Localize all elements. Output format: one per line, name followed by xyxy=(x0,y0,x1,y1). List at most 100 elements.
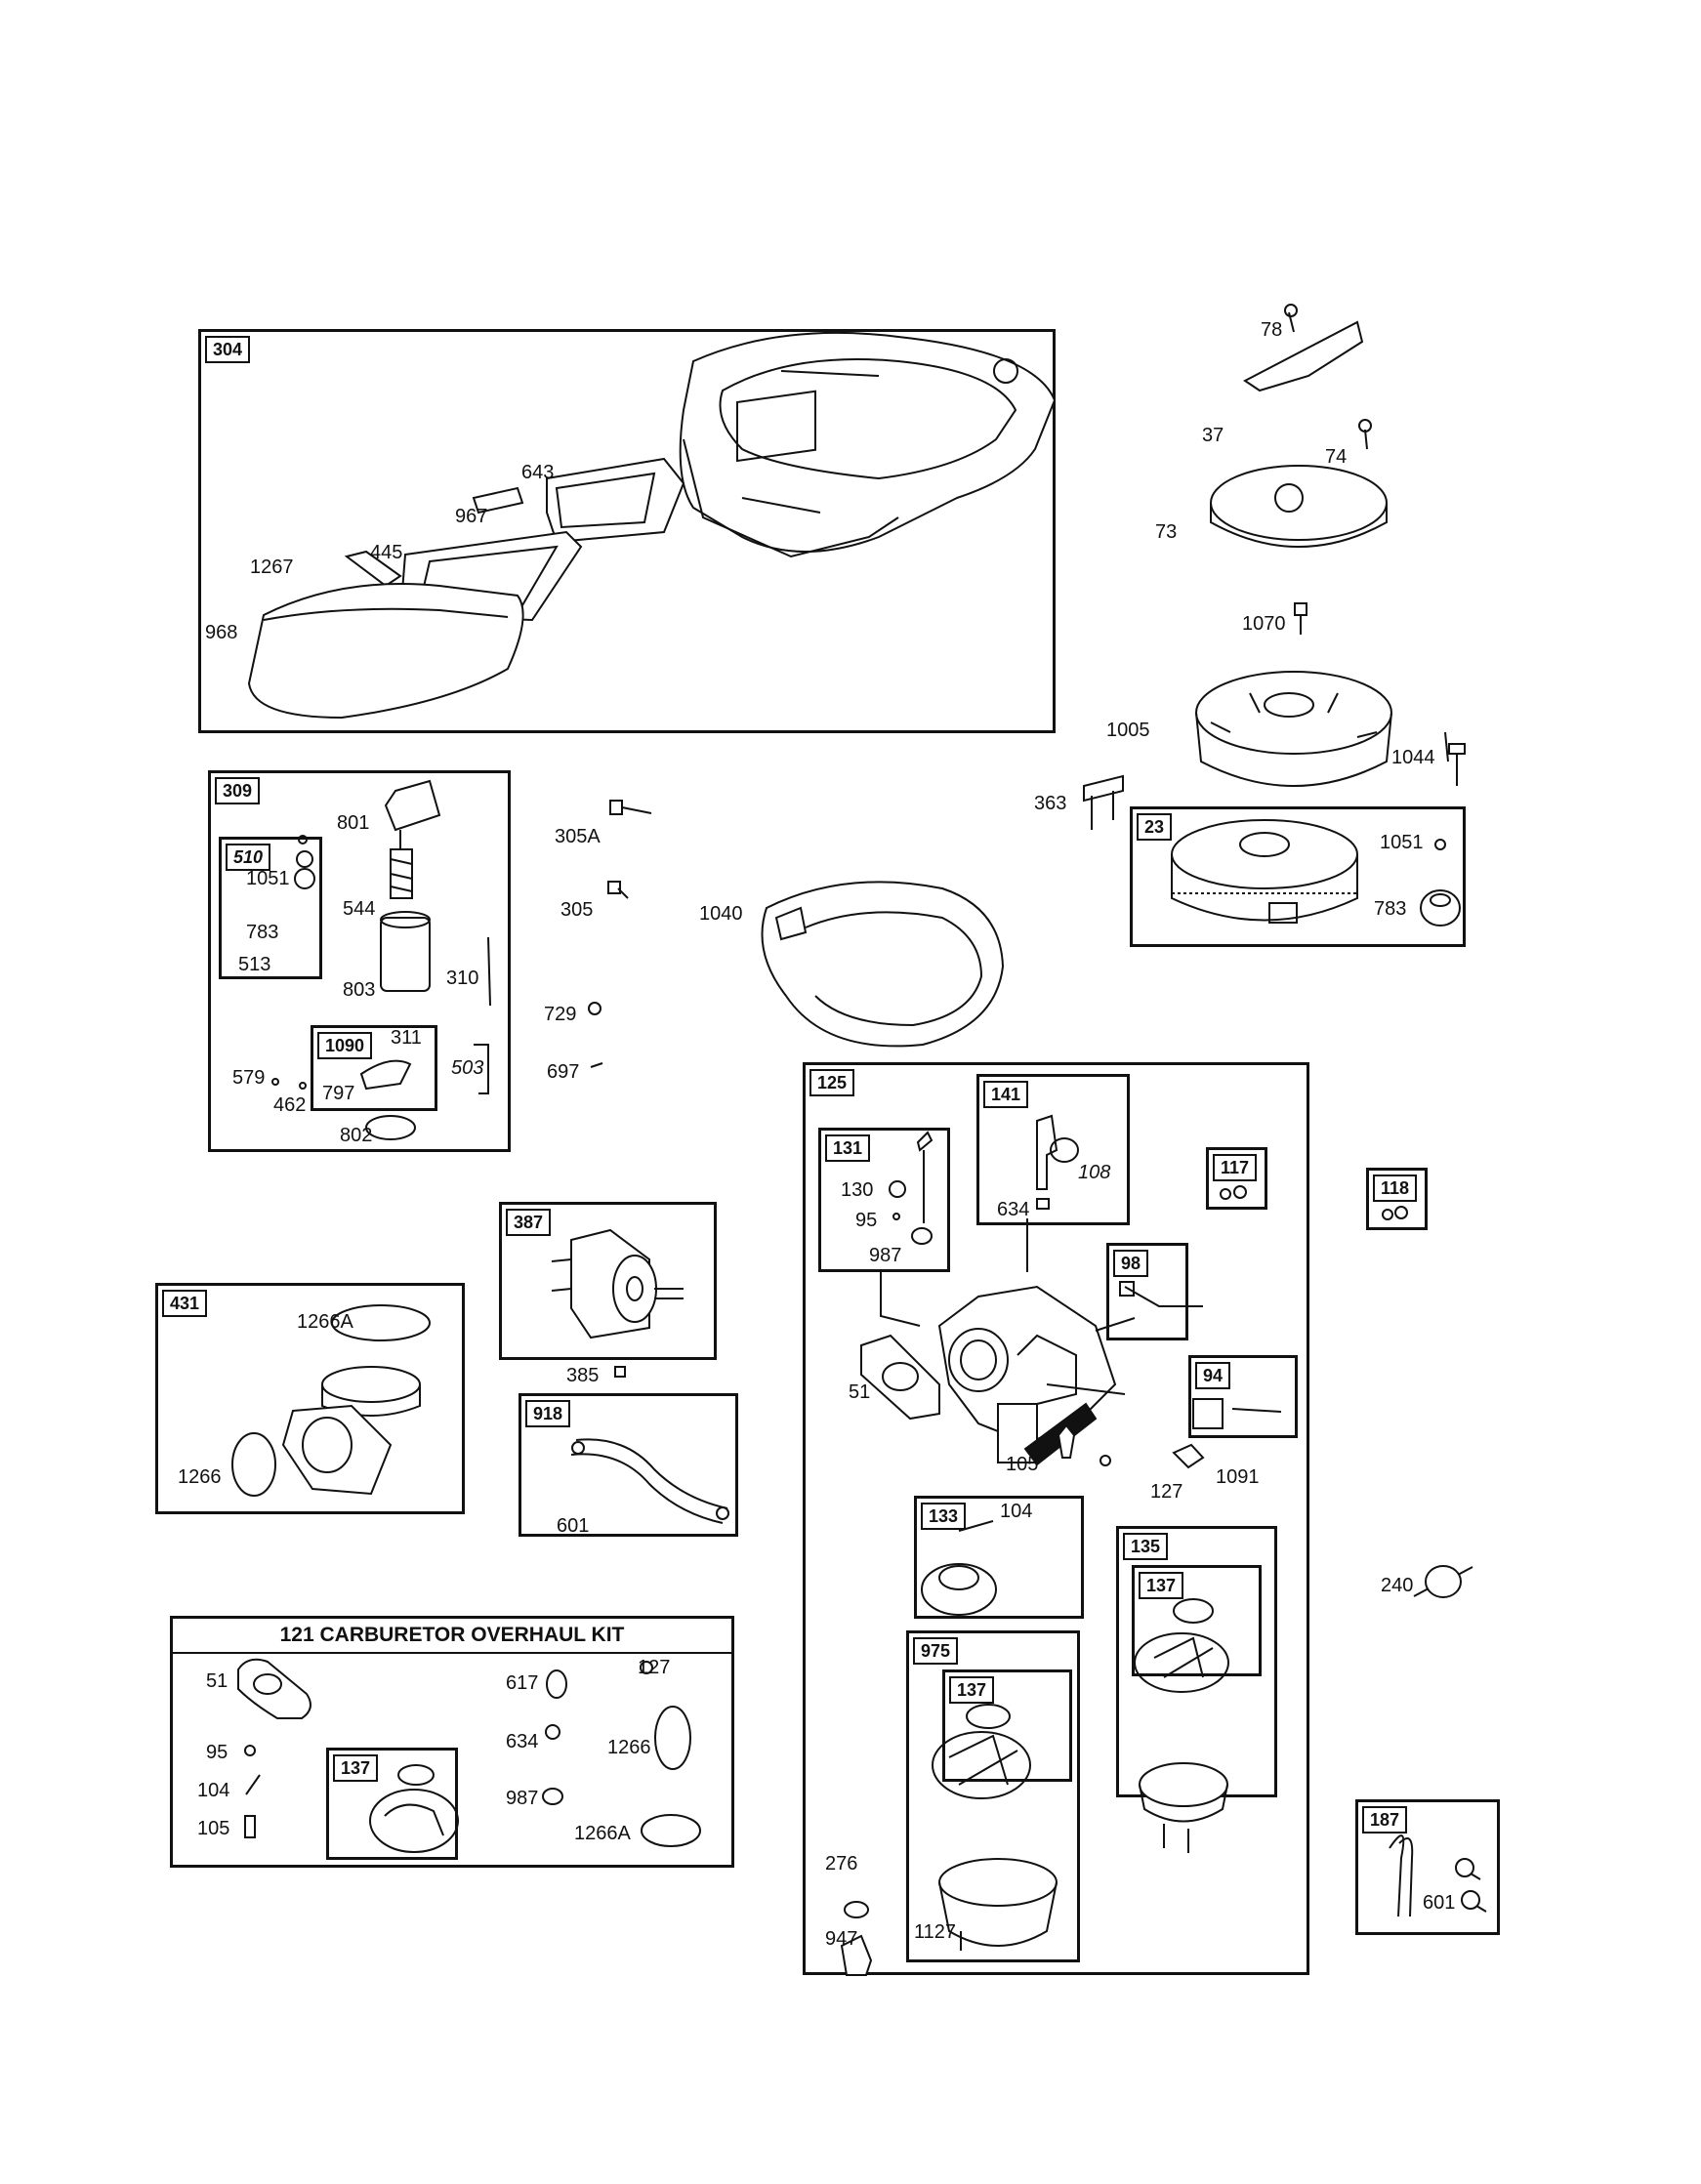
part-label: 310 xyxy=(446,968,479,989)
part-label: 363 xyxy=(1034,793,1067,814)
part-label: 1040 xyxy=(699,903,743,925)
assembly-box-137: 137 xyxy=(1132,1565,1262,1676)
assembly-tag: 431 xyxy=(162,1290,208,1317)
intake-elbow-drawing xyxy=(225,1298,459,1513)
part-label: 51 xyxy=(849,1381,871,1403)
assembly-tag: 94 xyxy=(1195,1362,1231,1389)
assembly-tag: 918 xyxy=(525,1400,571,1427)
part-label: 1267 xyxy=(250,556,294,578)
assembly-box-131: 131 xyxy=(818,1128,950,1272)
part-label: 1070 xyxy=(1242,613,1286,635)
part-label: 1005 xyxy=(1106,720,1150,741)
assembly-tag: 98 xyxy=(1113,1250,1149,1277)
part-label: 513 xyxy=(238,954,271,975)
assembly-box-387: 387 xyxy=(499,1202,717,1360)
carburetor-overhaul-kit-box: 121 CARBURETOR OVERHAUL KIT xyxy=(170,1616,734,1868)
assembly-tag: 137 xyxy=(333,1754,379,1782)
fuel-line-drawing xyxy=(566,1430,737,1528)
assembly-tag: 23 xyxy=(1137,813,1173,841)
air-guide-drawing xyxy=(747,879,1011,1054)
assembly-box-133: 133 xyxy=(914,1496,1084,1619)
part-label: 783 xyxy=(246,922,279,943)
part-label: 617 xyxy=(506,1672,539,1694)
part-label: 73 xyxy=(1155,521,1178,543)
assembly-tag: 309 xyxy=(215,777,261,804)
blower-housing-drawing xyxy=(195,332,1055,732)
assembly-box-304: 304 xyxy=(198,329,1056,733)
assembly-box-187: 187 xyxy=(1355,1799,1500,1935)
part-label: 1266A xyxy=(297,1311,353,1333)
part-label: 130 xyxy=(841,1179,874,1201)
assembly-tag: 387 xyxy=(506,1209,552,1236)
assembly-box-431: 431 xyxy=(155,1283,465,1514)
assembly-tag: 187 xyxy=(1362,1806,1408,1834)
part-label: 1266A xyxy=(574,1823,631,1844)
assembly-tag: 133 xyxy=(921,1503,967,1530)
assembly-tag: 304 xyxy=(205,336,251,363)
rewind-starter-drawing xyxy=(1152,303,1387,810)
part-label: 643 xyxy=(521,462,555,483)
assembly-box-117: 117 xyxy=(1206,1147,1267,1210)
part-label: 51 xyxy=(206,1670,228,1692)
part-label: 968 xyxy=(205,622,238,643)
part-label: 801 xyxy=(337,812,370,834)
assembly-tag: 1090 xyxy=(317,1032,373,1059)
assembly-box-137: 137 xyxy=(326,1748,458,1860)
assembly-tag: 135 xyxy=(1123,1533,1169,1560)
assembly-box-918: 918 xyxy=(519,1393,738,1537)
part-label: 1051 xyxy=(1380,832,1424,853)
part-label: 462 xyxy=(273,1094,307,1116)
fuel-filter-drawing xyxy=(1409,1557,1477,1616)
part-label: 544 xyxy=(343,898,376,920)
part-label: 729 xyxy=(544,1004,577,1025)
assembly-box-94: 94 xyxy=(1188,1355,1298,1438)
part-label: 108 xyxy=(1078,1162,1111,1183)
part-label: 305 xyxy=(560,899,594,921)
part-label: 104 xyxy=(197,1780,230,1801)
part-label: 276 xyxy=(825,1853,858,1875)
fuel-pump-drawing xyxy=(552,1220,688,1367)
kit-title: 121 CARBURETOR OVERHAUL KIT xyxy=(173,1619,731,1654)
part-label: 634 xyxy=(997,1199,1030,1220)
flywheel-drawing xyxy=(1172,810,1465,947)
armature-bracket-drawing xyxy=(1074,766,1133,835)
part-label: 305A xyxy=(555,826,601,847)
part-label: 127 xyxy=(638,1657,671,1678)
carburetor-drawing xyxy=(803,1062,1309,1975)
part-label: 385 xyxy=(566,1365,600,1386)
part-label: 987 xyxy=(869,1245,902,1266)
assembly-box-23: 23 xyxy=(1130,806,1466,947)
part-label: 601 xyxy=(557,1515,590,1537)
assembly-box-975: 975 xyxy=(906,1630,1080,1962)
assembly-tag: 141 xyxy=(983,1081,1029,1108)
part-label: 1127 xyxy=(914,1921,957,1943)
part-label: 37 xyxy=(1202,425,1224,446)
assembly-box-98: 98 xyxy=(1106,1243,1188,1340)
part-label: 74 xyxy=(1325,446,1348,468)
part-label: 311 xyxy=(391,1027,422,1049)
assembly-tag: 137 xyxy=(949,1676,995,1704)
part-label: 601 xyxy=(1423,1892,1456,1914)
part-label: 105 xyxy=(197,1818,230,1839)
assembly-box-510: 510 xyxy=(219,837,322,979)
part-label: 1266 xyxy=(607,1737,651,1758)
assembly-tag: 118 xyxy=(1373,1174,1418,1202)
assembly-tag: 137 xyxy=(1139,1572,1184,1599)
assembly-tag: 125 xyxy=(809,1069,855,1096)
part-label: 1044 xyxy=(1391,747,1435,768)
part-label: 634 xyxy=(506,1731,539,1752)
part-label: 105 xyxy=(1006,1454,1039,1475)
part-label: 95 xyxy=(855,1210,878,1231)
assembly-box-141: 141 xyxy=(976,1074,1130,1225)
assembly-box-1090: 1090 xyxy=(311,1025,437,1111)
part-label: 803 xyxy=(343,979,376,1001)
assembly-tag: 131 xyxy=(825,1134,871,1162)
assembly-box-118: 118 xyxy=(1366,1168,1428,1230)
part-label: 1266 xyxy=(178,1466,222,1488)
part-label: 78 xyxy=(1261,319,1283,341)
part-label: 797 xyxy=(322,1083,355,1104)
part-label: 445 xyxy=(370,542,403,563)
part-label: 240 xyxy=(1381,1575,1414,1596)
part-label: 127 xyxy=(1150,1481,1183,1503)
